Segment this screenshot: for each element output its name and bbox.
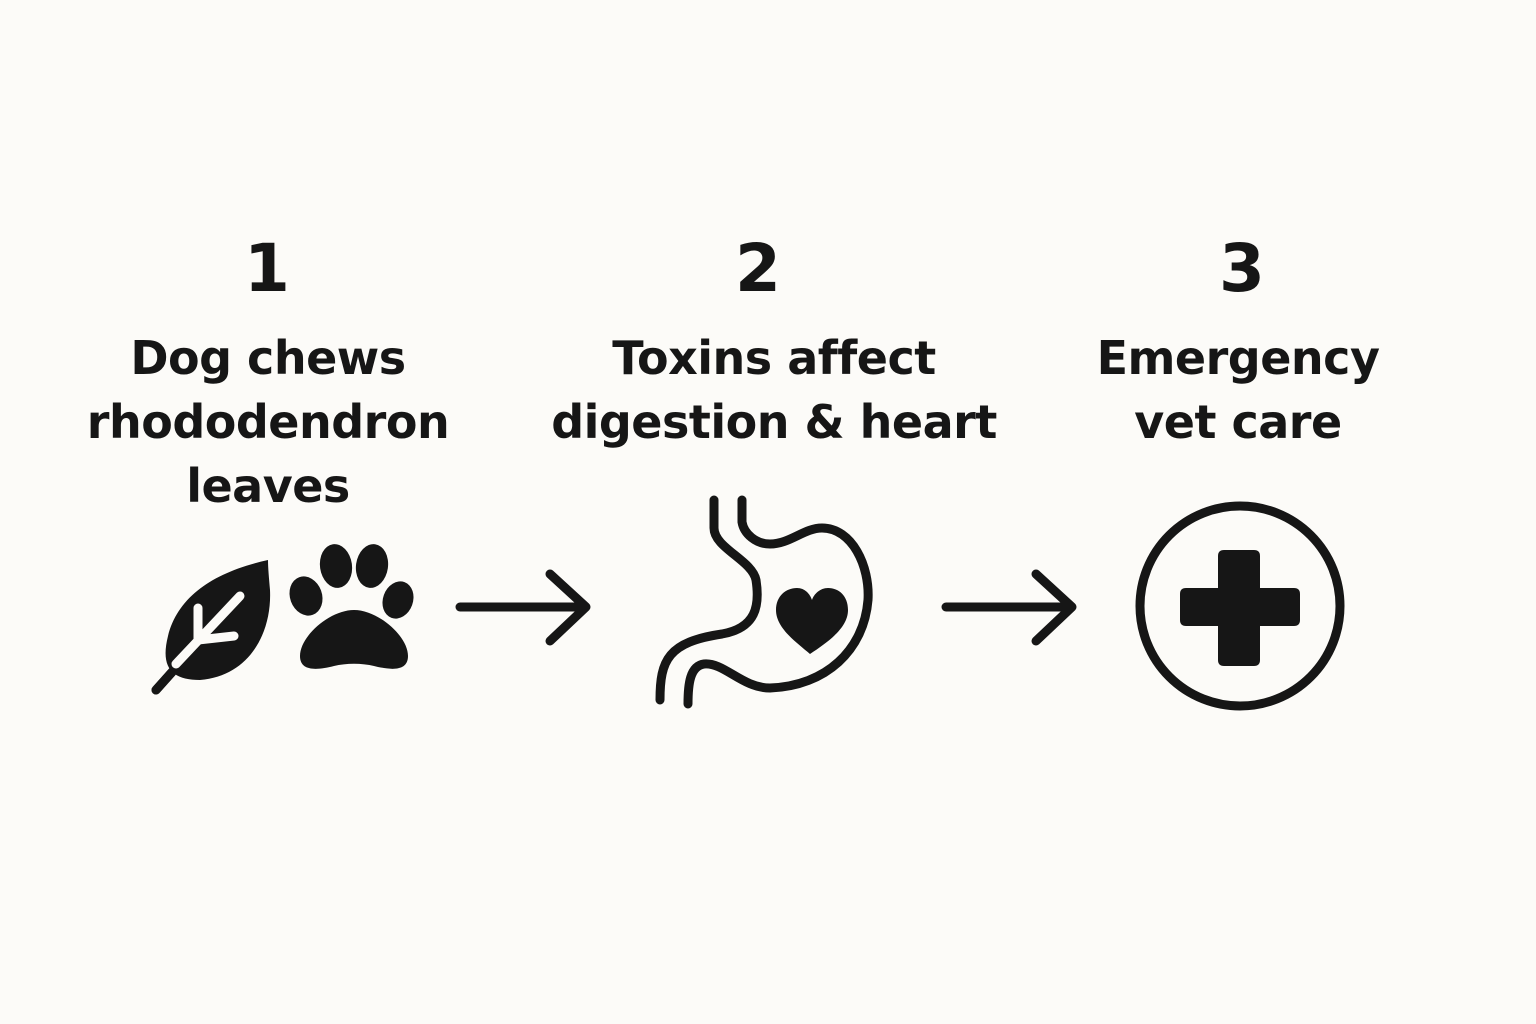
step-1-number: 1 [244, 230, 290, 307]
step-3-number: 3 [1219, 230, 1265, 307]
arrow-right-icon [455, 569, 591, 646]
stomach-icon [655, 495, 873, 709]
step-2-number: 2 [735, 230, 781, 307]
step-1-label-line-2: rhododendron [86, 395, 450, 449]
arrow-right-icon [941, 569, 1077, 646]
paw-print-icon [289, 544, 414, 669]
step-3-label-line-1: Emergency [1096, 331, 1380, 385]
step-2-label-line-1: Toxins affect [612, 331, 936, 385]
step-2-label-line-2: digestion & heart [551, 395, 997, 449]
step-3-label-line-2: vet care [1134, 395, 1342, 449]
step-1-label-line-3: leaves [186, 459, 350, 513]
step-3-label: Emergency vet care [978, 326, 1498, 454]
heart-icon [776, 588, 848, 654]
leaf-icon [151, 560, 271, 695]
step-1-label-line-1: Dog chews [130, 331, 406, 385]
step-2-label: Toxins affect digestion & heart [514, 326, 1034, 454]
step-1-label: Dog chews rhododendron leaves [8, 326, 528, 518]
medical-cross-icon [1135, 501, 1345, 711]
